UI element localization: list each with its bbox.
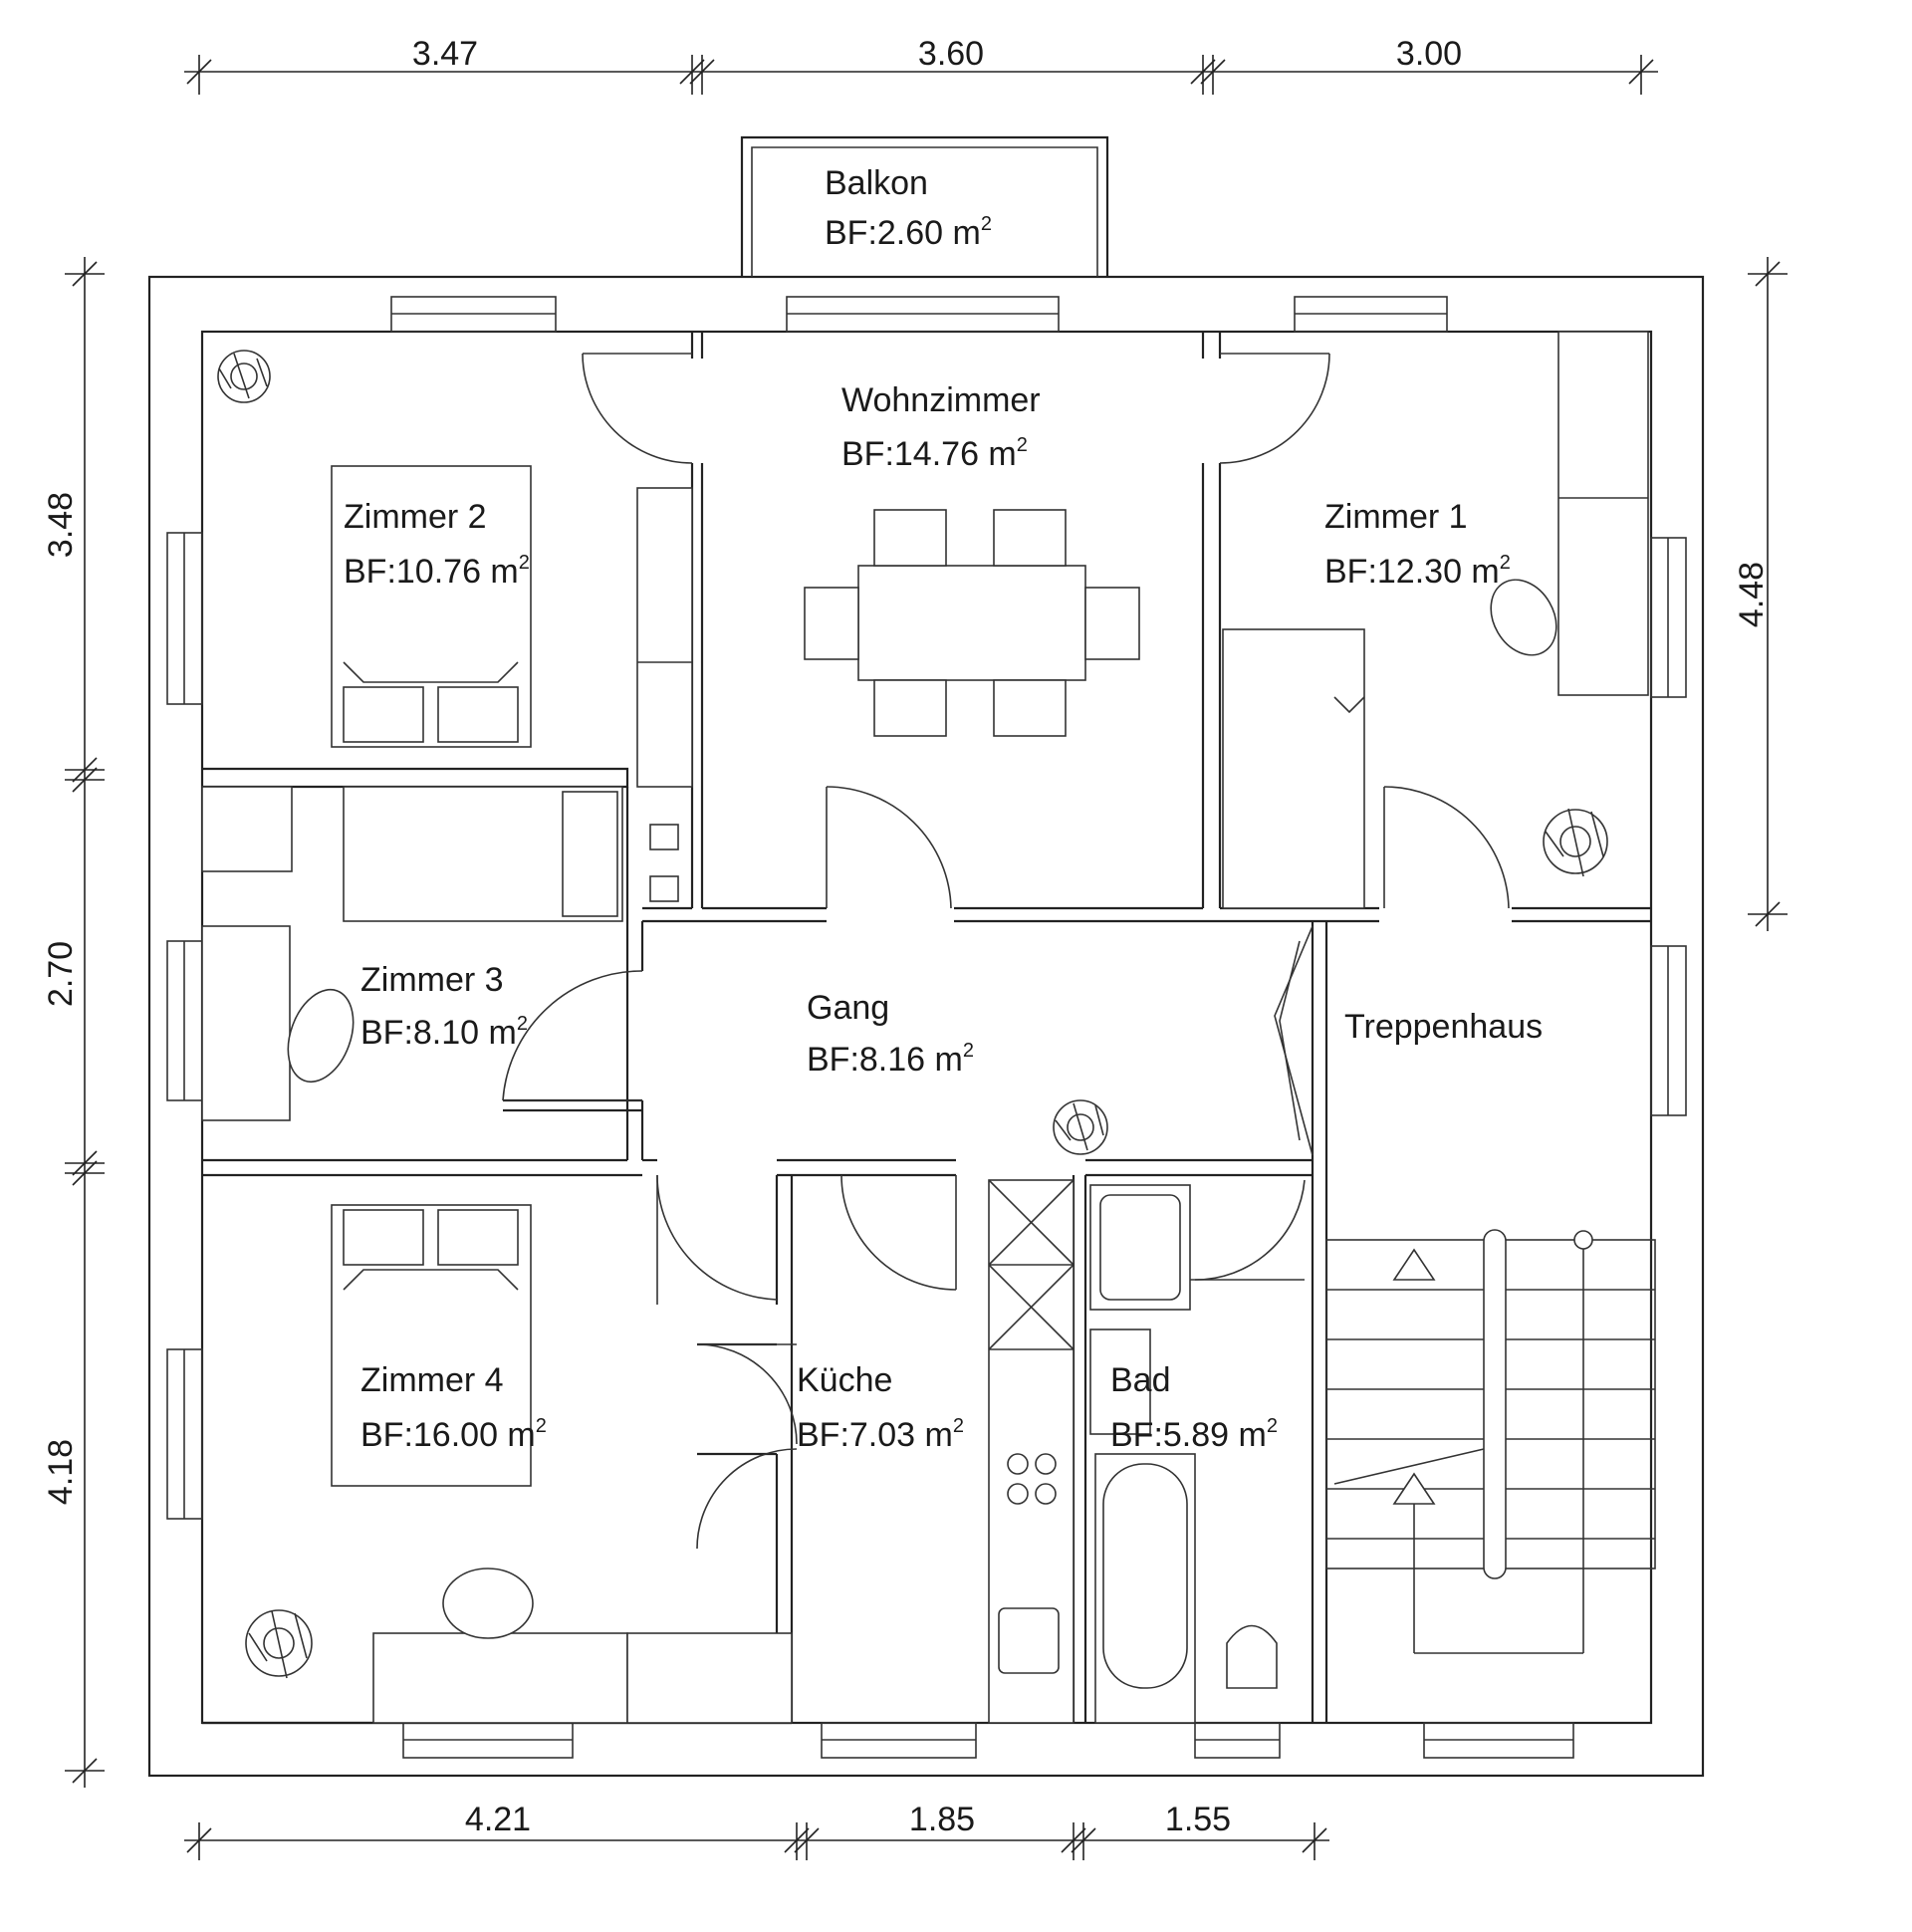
area-gang: BF:8.16 m2 xyxy=(807,1040,974,1079)
plant-zimmer4 xyxy=(245,1609,313,1679)
dim-bottom-1: 4.21 xyxy=(465,1801,531,1838)
label-zimmer4: Zimmer 4 xyxy=(360,1361,504,1399)
label-bad: Bad xyxy=(1110,1361,1171,1399)
furniture xyxy=(201,331,1656,1724)
plant-zimmer1 xyxy=(1543,808,1608,877)
dining-table xyxy=(804,509,1140,737)
doors xyxy=(502,353,1510,1550)
chair-zimmer4 xyxy=(442,1568,534,1639)
wardrobe-zimmer1 xyxy=(1557,331,1649,696)
area-zimmer4: BF:16.00 m2 xyxy=(360,1415,547,1454)
dim-left-2: 2.70 xyxy=(42,941,80,1007)
dim-top-2: 3.60 xyxy=(918,35,984,73)
area-wohnzimmer: BF:14.76 m2 xyxy=(841,434,1028,473)
area-bad: BF:5.89 m2 xyxy=(1110,1415,1278,1454)
label-kueche: Küche xyxy=(797,1361,892,1399)
desk-zimmer4 xyxy=(372,1632,628,1724)
label-balkon: Balkon xyxy=(825,164,928,202)
chair-zimmer1 xyxy=(1490,579,1557,656)
dimension-lines: 3.47 3.60 3.00 4.21 1.85 1.55 3.48 2.70 … xyxy=(42,35,1788,1860)
area-kueche: BF:7.03 m2 xyxy=(797,1415,964,1454)
dim-bottom-3: 1.55 xyxy=(1165,1801,1231,1838)
bed-zimmer1 xyxy=(1222,628,1365,909)
double-bed-zimmer4 xyxy=(331,1204,532,1487)
area-zimmer3: BF:8.10 m2 xyxy=(360,1013,528,1052)
dim-bottom-2: 1.85 xyxy=(909,1801,975,1838)
plant-zimmer2 xyxy=(217,350,271,403)
area-zimmer1: BF:12.30 m2 xyxy=(1324,552,1511,591)
label-zimmer1: Zimmer 1 xyxy=(1324,498,1468,536)
label-zimmer2: Zimmer 2 xyxy=(344,498,487,536)
wardrobe-zimmer2 xyxy=(636,487,693,788)
dim-right-1: 4.48 xyxy=(1733,562,1771,627)
label-zimmer3: Zimmer 3 xyxy=(360,961,504,999)
dim-top-3: 3.00 xyxy=(1396,35,1462,73)
double-bed-zimmer2 xyxy=(331,465,532,748)
windows xyxy=(166,296,1687,1759)
dim-top-1: 3.47 xyxy=(412,35,478,73)
label-treppenhaus: Treppenhaus xyxy=(1344,1008,1543,1046)
chair-zimmer3 xyxy=(287,988,355,1084)
cabinet-zimmer4 xyxy=(626,1632,793,1724)
area-balkon: BF:2.60 m2 xyxy=(825,213,992,252)
desk-zimmer3 xyxy=(201,925,291,1121)
toilet xyxy=(1226,1624,1278,1689)
cabinet-zimmer3 xyxy=(201,786,293,872)
balkon-name: Balkon xyxy=(825,164,928,202)
plant-gang xyxy=(1053,1099,1108,1155)
room-labels: Balkon BF:2.60 m2 Wohnzimmer BF:14.76 m2… xyxy=(344,164,1543,1454)
area-zimmer2: BF:10.76 m2 xyxy=(344,552,530,591)
label-gang: Gang xyxy=(807,989,889,1027)
balcony xyxy=(740,135,1109,277)
label-wohnzimmer: Wohnzimmer xyxy=(841,381,1041,419)
dim-left-1: 3.48 xyxy=(42,492,80,558)
dim-left-3: 4.18 xyxy=(42,1439,80,1505)
washbasin xyxy=(1089,1328,1151,1435)
staircase xyxy=(1325,1229,1656,1654)
